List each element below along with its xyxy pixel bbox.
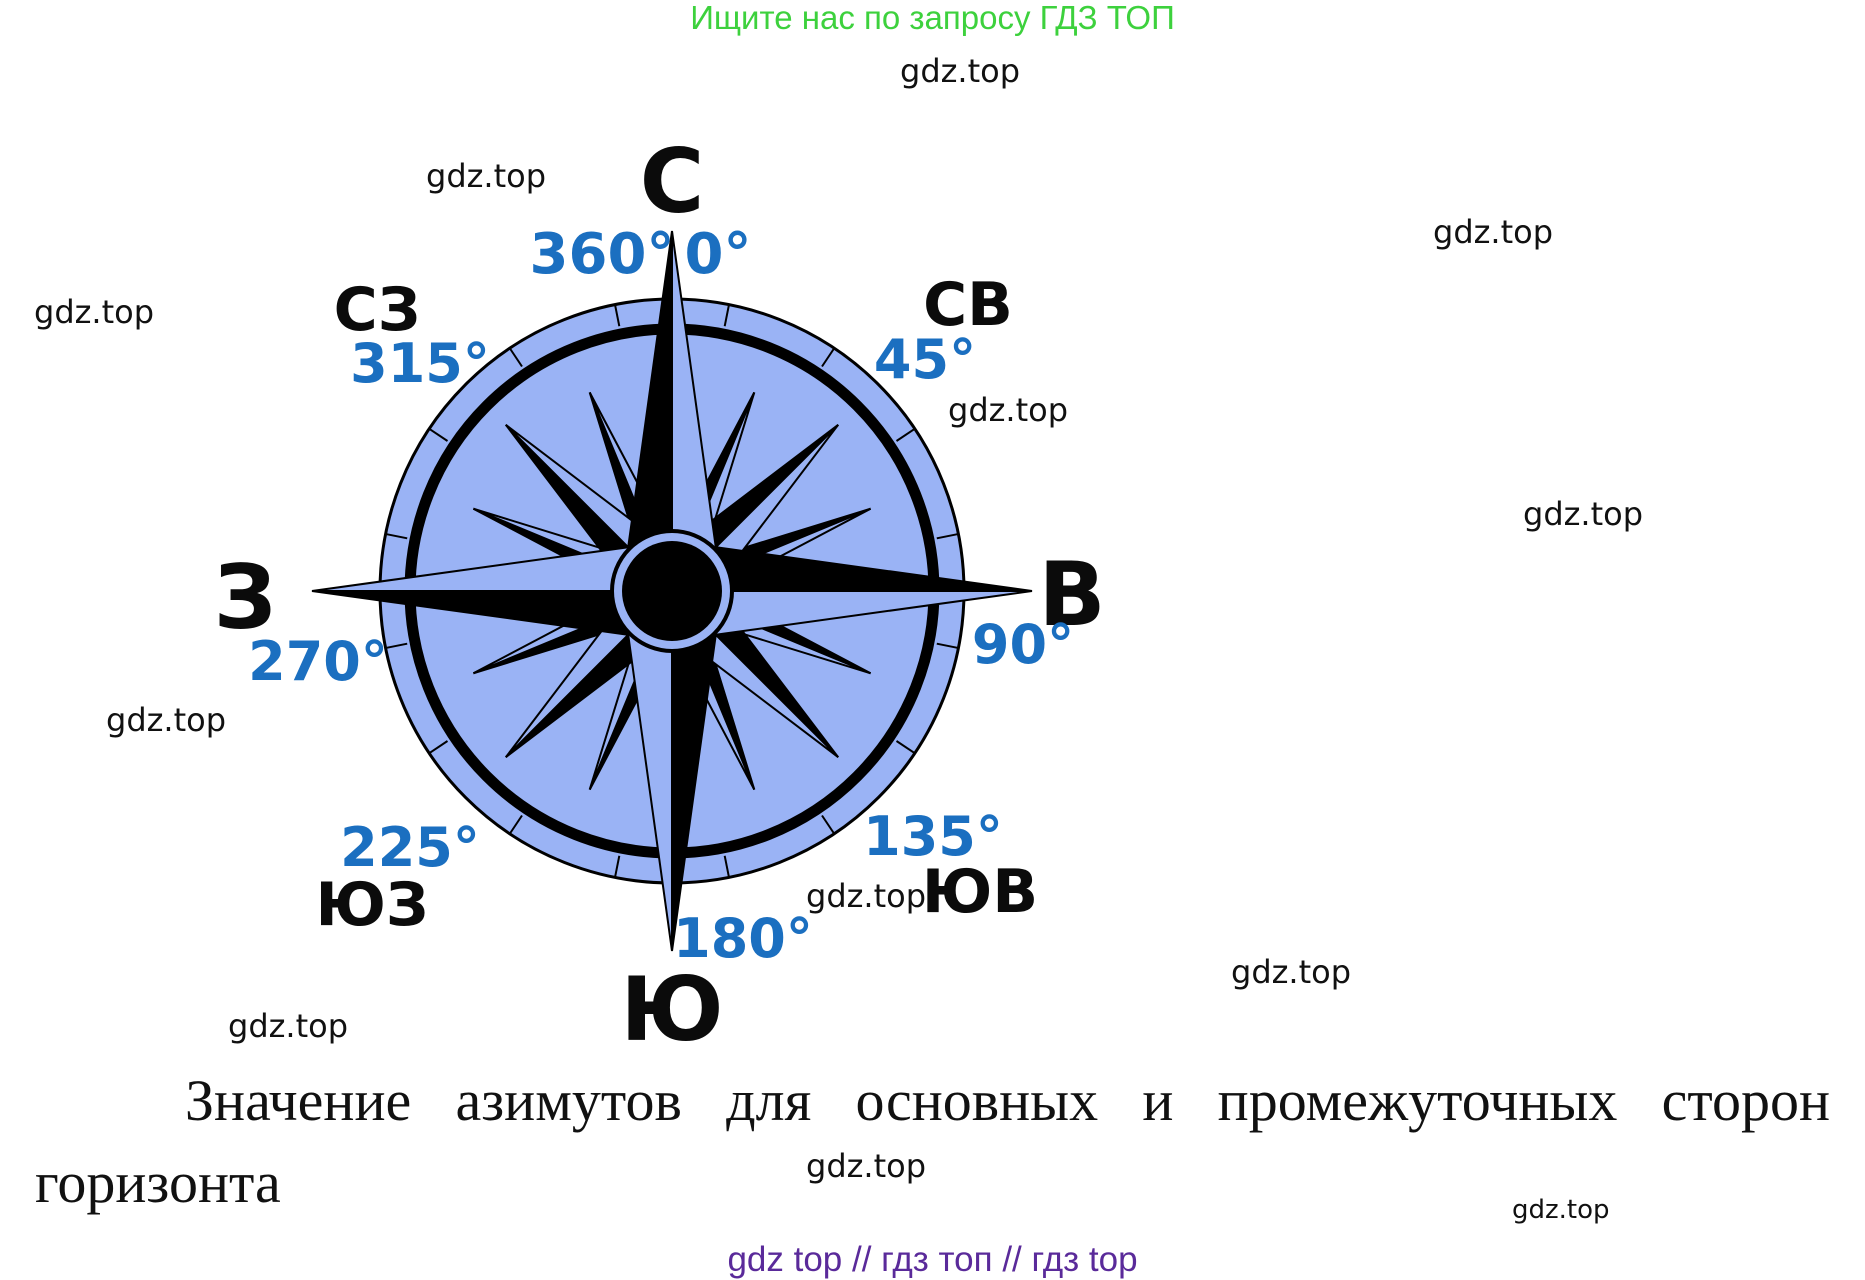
ring-tick [895, 740, 915, 754]
ring-tick [723, 855, 730, 877]
watermark: gdz.top [1433, 213, 1554, 251]
southwest-degrees: 225° [340, 816, 480, 879]
hub-center [622, 541, 722, 641]
search-banner: Ищите нас по запросу ГДЗ ТОП [690, 0, 1175, 36]
west-label: З [214, 546, 277, 649]
southwest-label: ЮЗ [315, 870, 428, 940]
caption: Значение азимутов для основных и промежу… [35, 1068, 1830, 1215]
ring-tick [895, 428, 915, 442]
south-degrees: 180° [673, 907, 813, 970]
ring-tick [429, 428, 449, 442]
watermark: gdz.top [900, 52, 1021, 90]
ring-tick [429, 740, 449, 754]
northeast-degrees: 45° [874, 328, 976, 391]
south-label: Ю [620, 958, 723, 1061]
southeast-label: ЮВ [922, 857, 1038, 927]
ring-tick [509, 348, 523, 368]
ring-tick [614, 305, 621, 327]
east-label: В [1038, 543, 1105, 646]
ring-tick [936, 642, 958, 649]
watermark: gdz.top [426, 157, 547, 195]
north-degrees-0: 0° [685, 222, 752, 287]
watermark: gdz.top [228, 1007, 349, 1045]
watermark: gdz.top [34, 293, 155, 331]
east-degrees: 90° [972, 613, 1074, 676]
southeast-degrees: 135° [863, 805, 1003, 868]
watermark: gdz.top [1523, 495, 1644, 533]
northeast-label: СВ [923, 270, 1013, 340]
watermark: gdz.top [106, 701, 227, 739]
west-degrees: 270° [248, 630, 388, 693]
north-degrees-360: 360° [530, 222, 675, 287]
northwest-label: СЗ [334, 275, 421, 345]
north-label: С [640, 130, 705, 233]
watermark: gdz.top [806, 877, 927, 915]
watermark: gdz.top [948, 391, 1069, 429]
watermark: gdz.top [1512, 1195, 1610, 1225]
ring-tick [723, 305, 730, 327]
ring-tick [614, 855, 621, 877]
ring-tick [386, 642, 408, 649]
watermark: gdz.top [1231, 953, 1352, 991]
ring-tick [936, 533, 958, 540]
ring-tick [821, 348, 835, 368]
ring-tick [821, 814, 835, 834]
ring-tick [509, 814, 523, 834]
watermark: gdz.top [806, 1147, 927, 1185]
northwest-degrees: 315° [350, 332, 490, 395]
footer-links: gdz top // гдз топ // гдз top [727, 1240, 1138, 1279]
ring-tick [386, 533, 408, 540]
